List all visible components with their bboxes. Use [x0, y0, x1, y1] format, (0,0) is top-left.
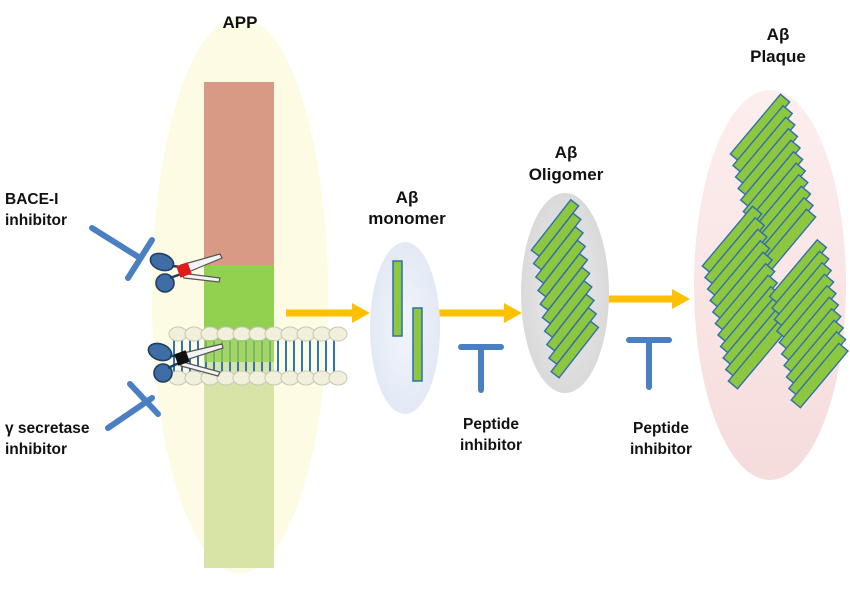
arrow-right-icon — [606, 289, 690, 309]
peptide-inhibitor-1-line1: Peptide — [463, 416, 519, 433]
lipid-head — [312, 370, 332, 386]
monomer-ellipse — [370, 242, 440, 414]
t-bar-inhibitor-icon — [458, 344, 504, 393]
lipid-head — [248, 326, 268, 342]
lipid-head — [216, 326, 236, 342]
monomer-label-line1: Aβ — [396, 188, 419, 207]
arrow-right-icon — [438, 303, 522, 323]
arrow-right-icon — [286, 303, 370, 323]
lipid-head — [184, 370, 204, 386]
peptide-inhibitor-1-line2: inhibitor — [460, 437, 522, 454]
monomer-label-line2: monomer — [368, 209, 446, 228]
lipid-head — [232, 370, 252, 386]
gamma-secretase-label-line2: inhibitor — [5, 441, 67, 458]
lipid-head — [248, 370, 268, 386]
plaque-label-line2: Plaque — [750, 47, 806, 66]
lipid-head — [264, 326, 284, 342]
monomer-fibril — [412, 307, 423, 382]
plaque-fibril-aggregate — [701, 93, 849, 409]
oligomer-label-line1: Aβ — [555, 143, 578, 162]
plaque-label-line1: Aβ — [767, 25, 790, 44]
oligomer-fibril — [550, 320, 600, 379]
t-bar-inhibitor-icon — [89, 225, 155, 281]
bace-inhibitor-label-line2: inhibitor — [5, 212, 67, 229]
plaque-fibril — [790, 342, 849, 409]
scissors-icon — [147, 342, 224, 383]
lipid-head — [184, 326, 204, 342]
lipid-head — [328, 326, 348, 342]
lipid-head — [328, 370, 348, 386]
lipid-head — [264, 370, 284, 386]
oligomer-label-line2: Oligomer — [529, 165, 604, 184]
t-bar-inhibitor-icon — [626, 337, 672, 390]
lipid-head — [280, 370, 300, 386]
app-label: APP — [223, 13, 258, 32]
lipid-head — [280, 326, 300, 342]
gamma-secretase-label-line1: γ secretase — [5, 420, 90, 437]
lipid-head — [296, 326, 316, 342]
lipid-head — [200, 326, 220, 342]
lipid-head — [296, 370, 316, 386]
peptide-inhibitor-2-line2: inhibitor — [630, 441, 692, 458]
lipid-head — [312, 326, 332, 342]
bace-inhibitor-label-line1: BACE-I — [5, 191, 58, 208]
lipid-head — [232, 326, 252, 342]
scissors-icon — [149, 252, 223, 293]
app-top-segment — [204, 82, 274, 265]
oligomer-fibril-stack — [530, 198, 600, 379]
lipid-head — [168, 326, 188, 342]
t-bar-inhibitor-icon — [105, 381, 161, 431]
monomer-fibril — [392, 260, 403, 337]
peptide-inhibitor-2-line1: Peptide — [633, 420, 689, 437]
